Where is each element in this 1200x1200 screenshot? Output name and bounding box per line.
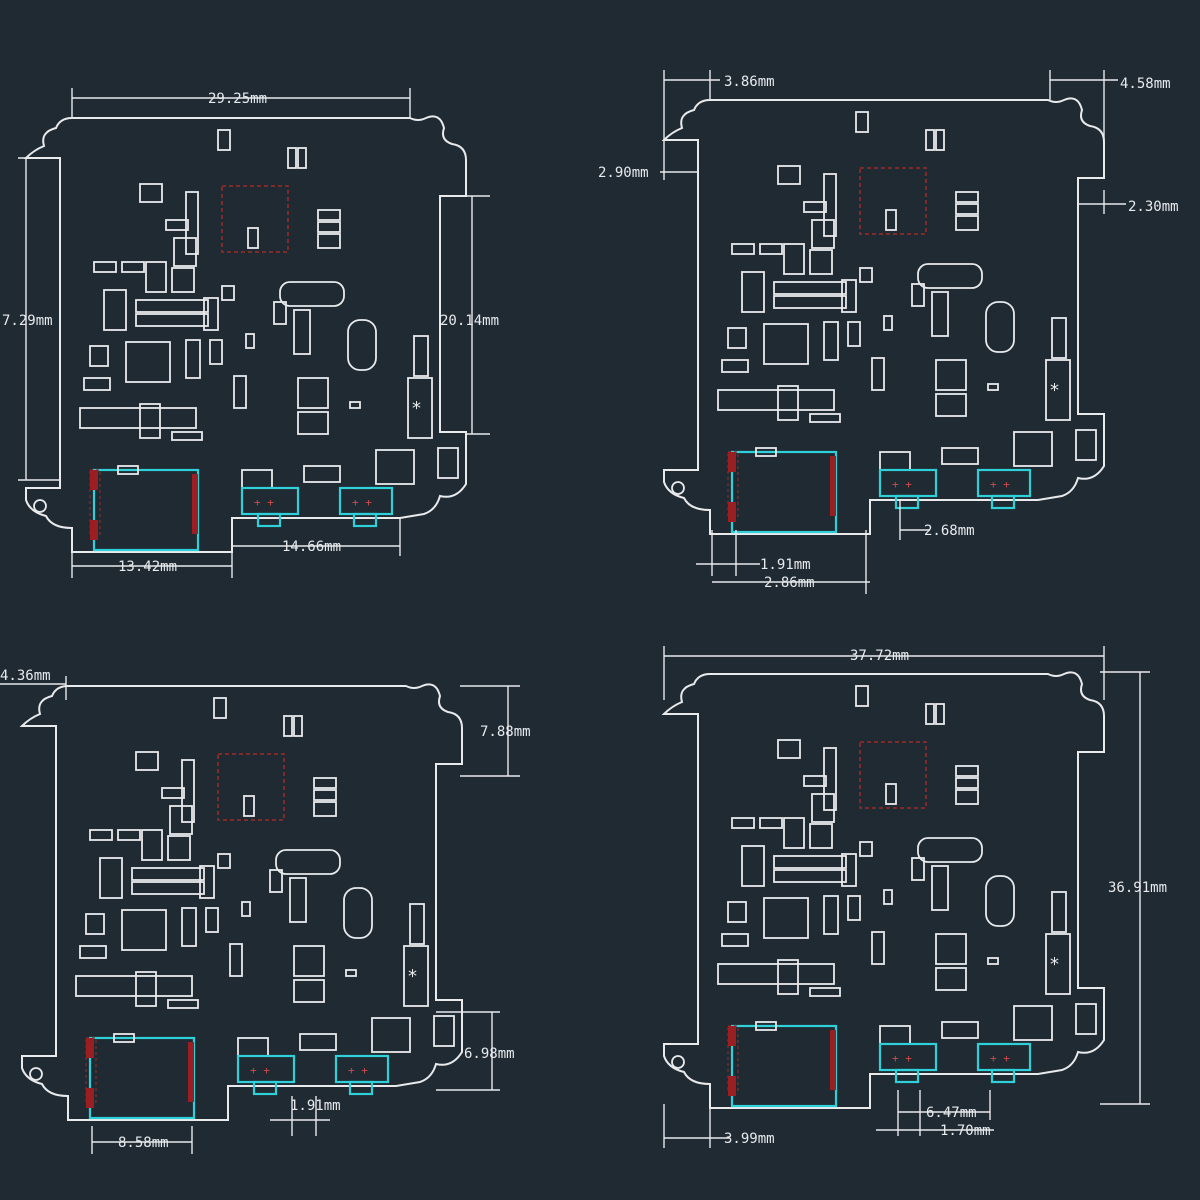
- dim-label: 20.14mm: [440, 313, 499, 329]
- dim-label: 7.88mm: [480, 724, 531, 740]
- dim-label: 14.66mm: [282, 539, 341, 555]
- dim-label: 1.91mm: [760, 557, 811, 573]
- dim-label: 2.30mm: [1128, 199, 1179, 215]
- dim-label: 3.86mm: [724, 74, 775, 90]
- dim-label: 4.36mm: [0, 668, 51, 684]
- dim-label: 36.91mm: [1108, 880, 1167, 896]
- dim-label: 2.90mm: [598, 165, 649, 181]
- dim-label: 4.58mm: [1120, 76, 1171, 92]
- dim-label: 13.42mm: [118, 559, 177, 575]
- dim-label: 7.29mm: [2, 313, 53, 329]
- dim-label: 6.47mm: [926, 1105, 977, 1121]
- dim-label: 37.72mm: [850, 648, 909, 664]
- dim-label: 3.99mm: [724, 1131, 775, 1147]
- panel-top-right: 3.86mm 4.58mm 2.90mm 2.30mm 2.68mm 1.91m…: [598, 70, 1179, 594]
- panel-top-left: 29.25mm 7.29mm 20.14mm 13.42mm 14.66mm: [2, 88, 499, 578]
- dim-label: 2.68mm: [924, 523, 975, 539]
- dimension-lines: [0, 676, 520, 1154]
- panel-bottom-right: 37.72mm 36.91mm 6.47mm 1.70mm 3.99mm: [662, 646, 1167, 1148]
- dimension-lines: [663, 646, 1150, 1148]
- dim-label: 29.25mm: [208, 91, 267, 107]
- dimension-lines: [18, 88, 490, 578]
- dim-label: 1.91mm: [290, 1098, 341, 1114]
- dim-label: 2.86mm: [764, 575, 815, 591]
- dim-label: 1.70mm: [940, 1123, 991, 1139]
- panel-bottom-left: 4.36mm 7.88mm 6.98mm 1.91mm 8.58mm: [0, 668, 531, 1154]
- dimension-lines: [660, 70, 1126, 594]
- dim-label: 8.58mm: [118, 1135, 169, 1151]
- dim-label: 6.98mm: [464, 1046, 515, 1062]
